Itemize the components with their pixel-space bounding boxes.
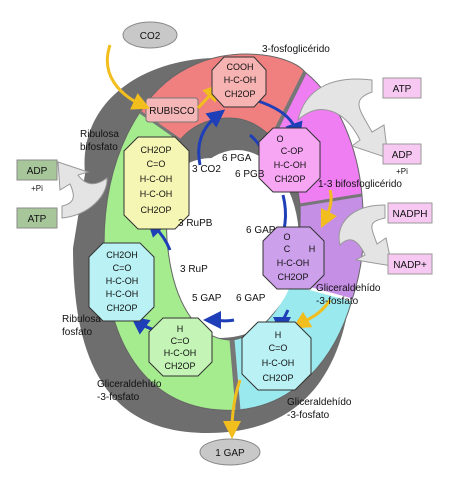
arrow-m3-to-cyan <box>292 299 332 329</box>
molecule-1-3-bifosfoglicerido: O C-OP H-C-OH CH2OP <box>258 127 321 193</box>
nadph-box: NADPH <box>387 202 433 224</box>
svg-text:ATP: ATP <box>393 84 412 95</box>
inner-label-5-gap: 5 GAP <box>192 293 222 304</box>
atp-adp-arrow-right <box>297 78 389 159</box>
svg-text:H-C-OH: H-C-OH <box>277 258 310 268</box>
gap-output: 1 GAP <box>199 438 261 466</box>
label-gliceraldehido-left-1: Gliceraldehído <box>97 379 162 390</box>
adp-box-left: ADP +Pi <box>16 159 58 193</box>
svg-text:CH2OP: CH2OP <box>106 303 137 313</box>
arrow-co2-to-m1 <box>197 109 226 166</box>
svg-text:CH2OP: CH2OP <box>140 145 171 155</box>
co2-input: CO2 <box>122 21 178 49</box>
arrow-m2-to-m3 <box>320 189 338 229</box>
svg-text:ADP: ADP <box>392 150 413 161</box>
svg-text:H-C-OH: H-C-OH <box>164 348 197 358</box>
svg-text:CH2OH: CH2OH <box>106 250 138 260</box>
label-1-3-bifosfoglicerido: 1-3 bifosfoglicérido <box>318 179 402 190</box>
svg-text:H: H <box>275 330 282 340</box>
label-ribulosa-bifosfato-2: bifosfato <box>80 142 118 153</box>
inner-label-3-rupb: 3 RuPB <box>178 218 213 229</box>
svg-text:NADPH: NADPH <box>392 209 427 220</box>
molecule-ribulosa-bifosfato: CH2OP C=O H-C-OH H-C-OH CH2OP <box>123 136 190 230</box>
nadp-box: NADP+ <box>387 253 433 275</box>
molecule-gliceraldehido-cyan: H C=O H-C-OH CH2OP <box>241 321 312 391</box>
svg-text:CH2OP: CH2OP <box>224 89 255 99</box>
adp-box-right: ADP +Pi <box>382 143 422 176</box>
inner-label-6-gap-2: 6 GAP <box>236 293 266 304</box>
svg-text:ADP: ADP <box>27 166 48 177</box>
svg-text:H: H <box>177 324 184 334</box>
label-gliceraldehido-left-2: -3-fosfato <box>97 392 140 403</box>
atp-box-right: ATP <box>382 77 422 99</box>
inner-label-6-gap-1: 6 GAP <box>246 225 276 236</box>
svg-text:CH2OP: CH2OP <box>262 373 293 383</box>
svg-text:H-C-OH: H-C-OH <box>274 160 307 170</box>
svg-text:CH2OP: CH2OP <box>274 174 305 184</box>
svg-text:H-C-OH: H-C-OH <box>140 189 173 199</box>
svg-text:C=O: C=O <box>113 263 132 273</box>
molecule-3-fosfoglicerido: COOH H-C-OH CH2OP <box>211 56 267 108</box>
svg-text:CH2OP: CH2OP <box>140 205 171 215</box>
label-gliceraldehido-bottom-2: -3-fosfato <box>287 410 330 421</box>
svg-text:CO2: CO2 <box>140 31 161 42</box>
arrow-cyan-to-m5 <box>203 311 235 330</box>
svg-text:H-C-OH: H-C-OH <box>140 174 173 184</box>
nadph-arrow <box>338 204 393 267</box>
svg-text:+Pi: +Pi <box>396 167 408 176</box>
arrow-co2-in <box>105 44 151 110</box>
inner-label-3-rup: 3 RuP <box>180 264 208 275</box>
inner-label-6-pga: 6 PGA <box>222 153 252 164</box>
svg-text:H: H <box>309 244 316 254</box>
svg-text:CH2OP: CH2OP <box>164 361 195 371</box>
svg-text:C=O: C=O <box>147 159 166 169</box>
label-gliceraldehido-bottom-1: Gliceraldehído <box>287 397 352 408</box>
atp-box-left: ATP <box>16 207 58 229</box>
label-gliceraldehido-right-1: Gliceraldehído <box>316 283 381 294</box>
ring-center <box>175 150 299 330</box>
arrow-gap-out <box>223 379 242 439</box>
label-ribulosa-fosfato-1: Ribulosa <box>62 314 101 325</box>
label-ribulosa-bifosfato-1: Ribulosa <box>80 129 119 140</box>
label-3-fosfoglicerido: 3-fosfoglicérido <box>262 44 330 55</box>
svg-text:O: O <box>283 232 290 242</box>
rubisco-enzyme: RUBISCO <box>145 97 199 123</box>
label-gliceraldehido-right-2: -3-fosfato <box>316 296 359 307</box>
svg-text:C: C <box>284 244 291 254</box>
atp-adp-arrow-left <box>57 161 108 219</box>
svg-text:H-C-OH: H-C-OH <box>262 358 295 368</box>
svg-text:O: O <box>276 134 283 144</box>
molecule-gliceraldehido-green: H C=O H-C-OH CH2OP <box>148 317 213 377</box>
svg-text:C=O: C=O <box>269 343 288 353</box>
svg-text:H-C-OH: H-C-OH <box>106 289 139 299</box>
svg-text:C-OP: C-OP <box>281 146 304 156</box>
svg-text:+Pi: +Pi <box>31 184 43 193</box>
svg-text:RUBISCO: RUBISCO <box>149 106 195 117</box>
label-ribulosa-fosfato-2: fosfato <box>62 327 92 338</box>
svg-text:NADP+: NADP+ <box>393 260 427 271</box>
svg-text:1 GAP: 1 GAP <box>215 448 245 459</box>
inner-label-6-pgb: 6 PGB <box>235 169 265 180</box>
svg-text:H-C-OH: H-C-OH <box>106 276 139 286</box>
svg-text:COOH: COOH <box>227 62 254 72</box>
molecule-ribulosa-fosfato: CH2OH C=O H-C-OH H-C-OH CH2OP <box>88 242 155 322</box>
molecule-gliceraldehido-purple: O C H H-C-OH CH2OP <box>262 226 325 290</box>
svg-text:CH2OP: CH2OP <box>277 272 308 282</box>
svg-text:ATP: ATP <box>28 214 47 225</box>
svg-text:C=O: C=O <box>171 336 190 346</box>
svg-text:H-C-OH: H-C-OH <box>224 75 257 85</box>
inner-label-3-co2: 3 CO2 <box>192 164 221 175</box>
